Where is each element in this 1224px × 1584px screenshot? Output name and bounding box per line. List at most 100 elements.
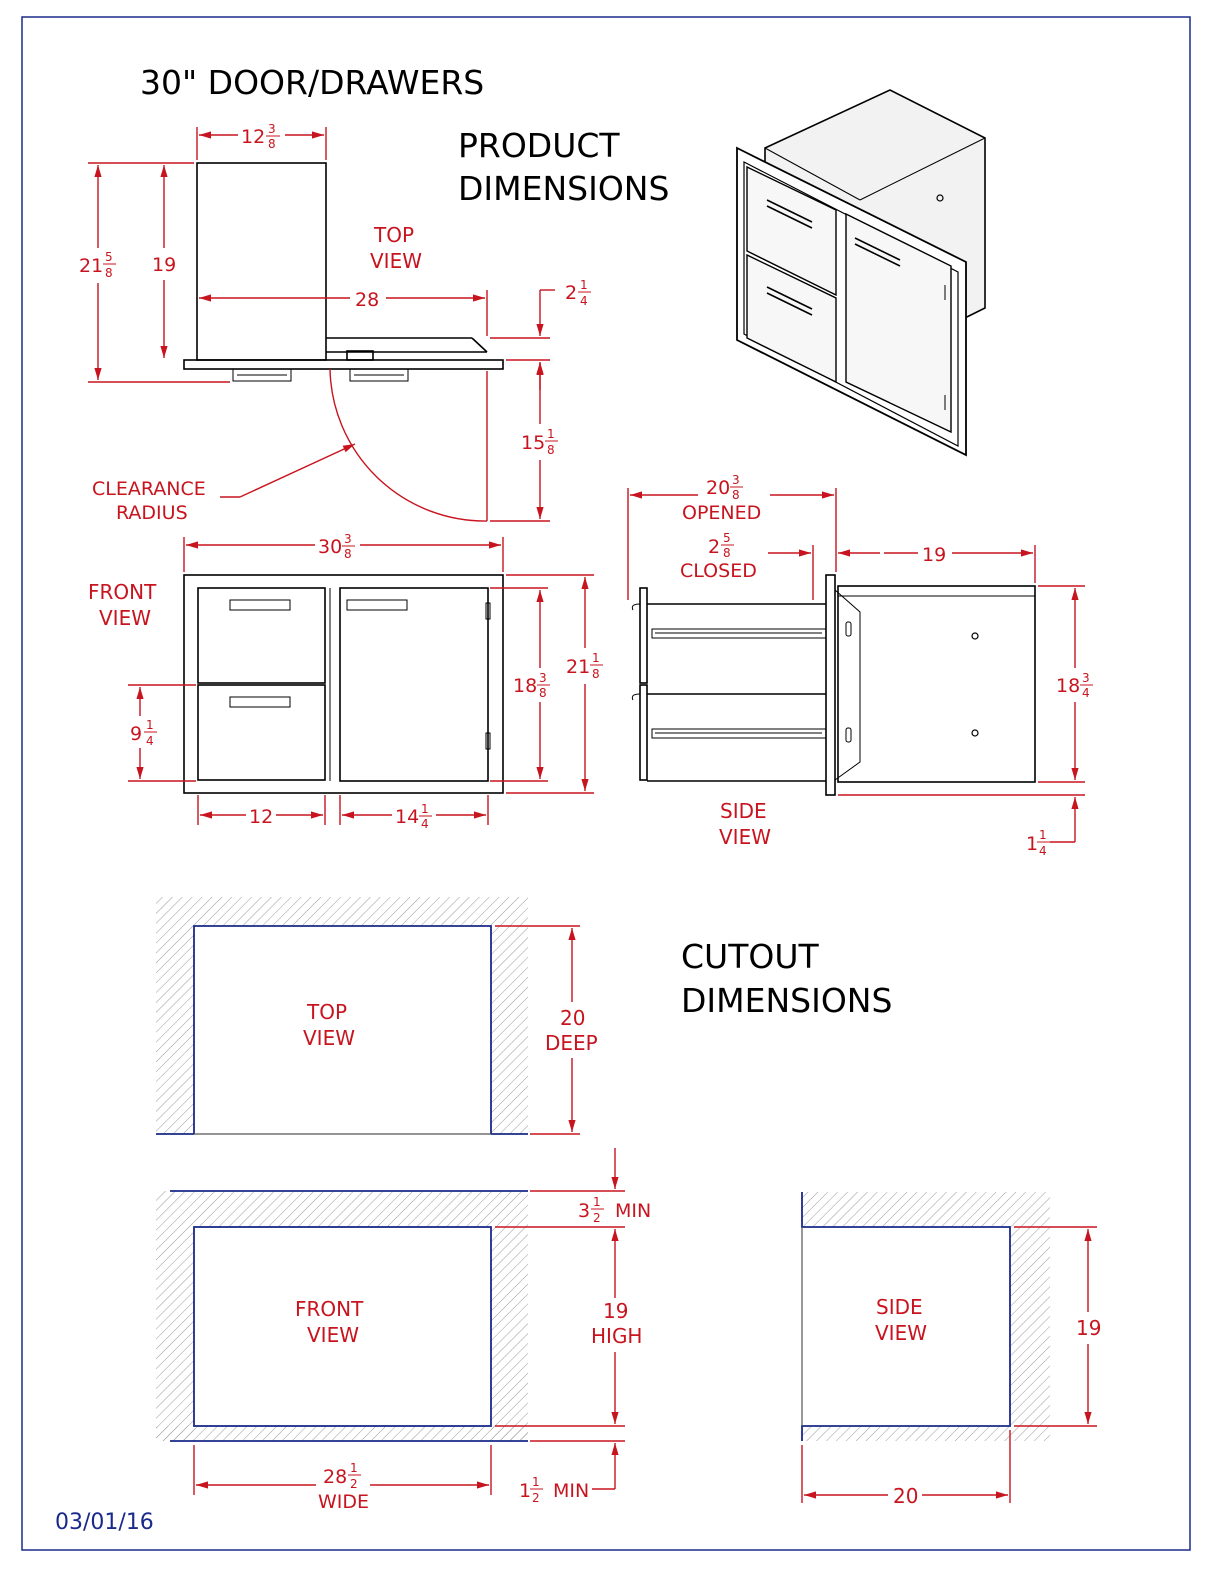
page-border [21, 16, 1191, 1551]
dim-swing: 15 1 8 [521, 427, 558, 457]
dim-overall-width: 30 3 8 [318, 532, 355, 561]
svg-text:4: 4 [1039, 844, 1047, 858]
svg-text:8: 8 [592, 667, 600, 681]
clearance-arc [329, 368, 488, 522]
door-handle [346, 599, 408, 611]
svg-text:3: 3 [732, 473, 740, 487]
drawer-top [197, 587, 326, 684]
dim-frame-width: 12 3 8 [241, 122, 280, 151]
top-view-frame [183, 359, 504, 370]
svg-text:OPENED: OPENED [682, 502, 761, 524]
svg-text:8: 8 [732, 488, 740, 502]
svg-text:8: 8 [723, 546, 731, 560]
svg-text:8: 8 [268, 137, 276, 151]
svg-text:4: 4 [580, 294, 588, 308]
svg-text:3: 3 [268, 122, 276, 136]
cutout-top-opening [193, 925, 492, 1134]
cutout-front-height-value: 19 [603, 1299, 628, 1323]
cutout-top-label-line2: VIEW [303, 1026, 355, 1050]
svg-text:MIN: MIN [553, 1480, 589, 1502]
cutout-front-view: 3 1 2 MIN 19 HIGH 1 1 2 MIN 28 1 2 WIDE … [156, 1148, 651, 1513]
svg-text:1: 1 [1026, 833, 1038, 855]
svg-text:21: 21 [566, 656, 590, 678]
svg-text:30: 30 [318, 536, 342, 558]
cutout-top-label-line1: TOP [306, 1000, 347, 1024]
clearance-label-line2: RADIUS [116, 502, 188, 524]
dim-cutout-width: 28 1 2 WIDE [318, 1461, 369, 1513]
dim-side-body-depth: 19 [922, 544, 946, 566]
cutout-front-label-line1: FRONT [295, 1297, 364, 1321]
svg-text:4: 4 [421, 817, 429, 831]
svg-text:8: 8 [539, 686, 547, 700]
cutout-top-depth-value: 20 [560, 1006, 585, 1030]
product-heading-line2: DIMENSIONS [458, 169, 669, 208]
svg-text:3: 3 [344, 532, 352, 546]
svg-text:MIN: MIN [615, 1200, 651, 1222]
iso-drawer-handle-bottom [766, 286, 813, 316]
svg-text:2: 2 [532, 1491, 540, 1505]
svg-text:4: 4 [146, 734, 154, 748]
svg-text:5: 5 [723, 531, 731, 545]
top-view-body [196, 162, 327, 361]
svg-text:4: 4 [1082, 686, 1090, 700]
svg-text:3: 3 [1082, 671, 1090, 685]
front-view-label-line2: VIEW [99, 606, 151, 630]
handle-left [232, 368, 292, 382]
svg-text:8: 8 [105, 266, 113, 280]
clearance-label-line1: CLEARANCE [92, 478, 206, 500]
side-body [837, 585, 1036, 783]
dim-overall-depth: 21 5 8 [79, 250, 116, 280]
cutout-side-label-line2: VIEW [875, 1321, 927, 1345]
dim-opened: 20 3 8 OPENED [682, 473, 761, 524]
svg-text:2: 2 [350, 1477, 358, 1491]
svg-text:2: 2 [593, 1211, 601, 1225]
product-heading-line1: PRODUCT [458, 126, 620, 165]
dim-cutout-bottom-min: 1 1 2 MIN [519, 1475, 589, 1505]
svg-text:1: 1 [592, 651, 600, 665]
svg-text:14: 14 [395, 806, 419, 828]
drawer-top-handle [229, 599, 291, 611]
top-view-label-line2: VIEW [370, 249, 422, 273]
cutout-heading-line1: CUTOUT [681, 937, 819, 976]
svg-text:1: 1 [146, 718, 154, 732]
drawer-front-top [639, 587, 648, 684]
svg-text:18: 18 [513, 675, 537, 697]
drawing-date: 03/01/16 [55, 1510, 154, 1535]
svg-text:2: 2 [708, 536, 720, 558]
svg-text:5: 5 [105, 250, 113, 264]
product-side-view: 20 3 8 OPENED 2 5 8 CLOSED 19 1 8 3 4 [627, 473, 1093, 858]
svg-text:1: 1 [350, 1461, 358, 1475]
top-view-label-line1: TOP [373, 223, 414, 247]
svg-text:8: 8 [344, 547, 352, 561]
svg-text:21: 21 [79, 255, 103, 277]
cutout-side-label-line1: SIDE [876, 1295, 923, 1319]
cutout-front-opening [193, 1226, 492, 1427]
cutout-top-view: 20 DEEP TOP VIEW [156, 897, 598, 1135]
svg-text:8: 8 [547, 443, 555, 457]
isometric-product-view [736, 89, 986, 457]
cutout-heading-line2: DIMENSIONS [681, 981, 892, 1020]
dim-body-depth: 19 [152, 254, 176, 276]
dim-drawer-width: 12 [249, 806, 273, 828]
iso-door-handle [854, 237, 901, 267]
front-frame [183, 574, 504, 794]
side-view-label-line1: SIDE [720, 799, 767, 823]
dim-frame-thickness: 2 1 4 [565, 278, 591, 308]
svg-text:1: 1 [1039, 828, 1047, 842]
side-view-label-line2: VIEW [719, 825, 771, 849]
svg-text:3: 3 [578, 1200, 590, 1222]
iso-drawer-handle-top [766, 199, 813, 229]
dim-closed: 2 5 8 CLOSED [680, 531, 757, 582]
cutout-side-depth: 20 [893, 1484, 918, 1508]
svg-text:1: 1 [547, 427, 555, 441]
drawer-front-bottom [639, 684, 648, 781]
cutout-front-label-line2: VIEW [307, 1323, 359, 1347]
svg-text:CLOSED: CLOSED [680, 560, 757, 582]
cutout-side-height: 19 [1076, 1316, 1101, 1340]
svg-text:28: 28 [323, 1466, 347, 1488]
dim-drawer-height: 9 1 4 [130, 718, 157, 748]
svg-text:1: 1 [421, 802, 429, 816]
cutout-side-opening [801, 1192, 1011, 1441]
product-top-view: 12 3 8 21 5 8 19 28 2 1 4 [79, 122, 591, 524]
